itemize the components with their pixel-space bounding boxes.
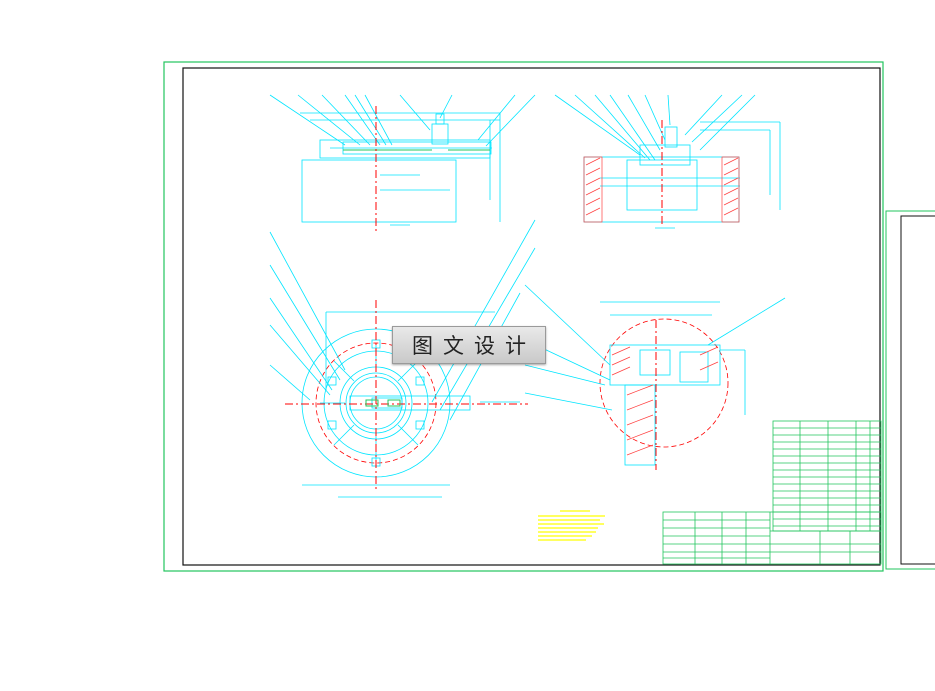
side-section-hatch (583, 156, 740, 223)
adjacent-sheet-frame (885, 210, 935, 570)
title-block (662, 511, 882, 565)
side-section-view (554, 94, 781, 229)
detail-view-hatch (611, 346, 719, 456)
plan-view-details (365, 399, 401, 407)
sheet-outer-frame (163, 61, 884, 572)
technical-notes (538, 510, 605, 541)
top-elevation-view (269, 94, 536, 226)
sheet-inner-frame (182, 67, 881, 566)
watermark-text: 图文设计 (412, 334, 536, 358)
adjacent-sheet-inner (900, 215, 935, 565)
watermark-badge: 图文设计 (392, 326, 546, 364)
parts-list-table (772, 420, 882, 532)
detail-view (524, 284, 786, 466)
